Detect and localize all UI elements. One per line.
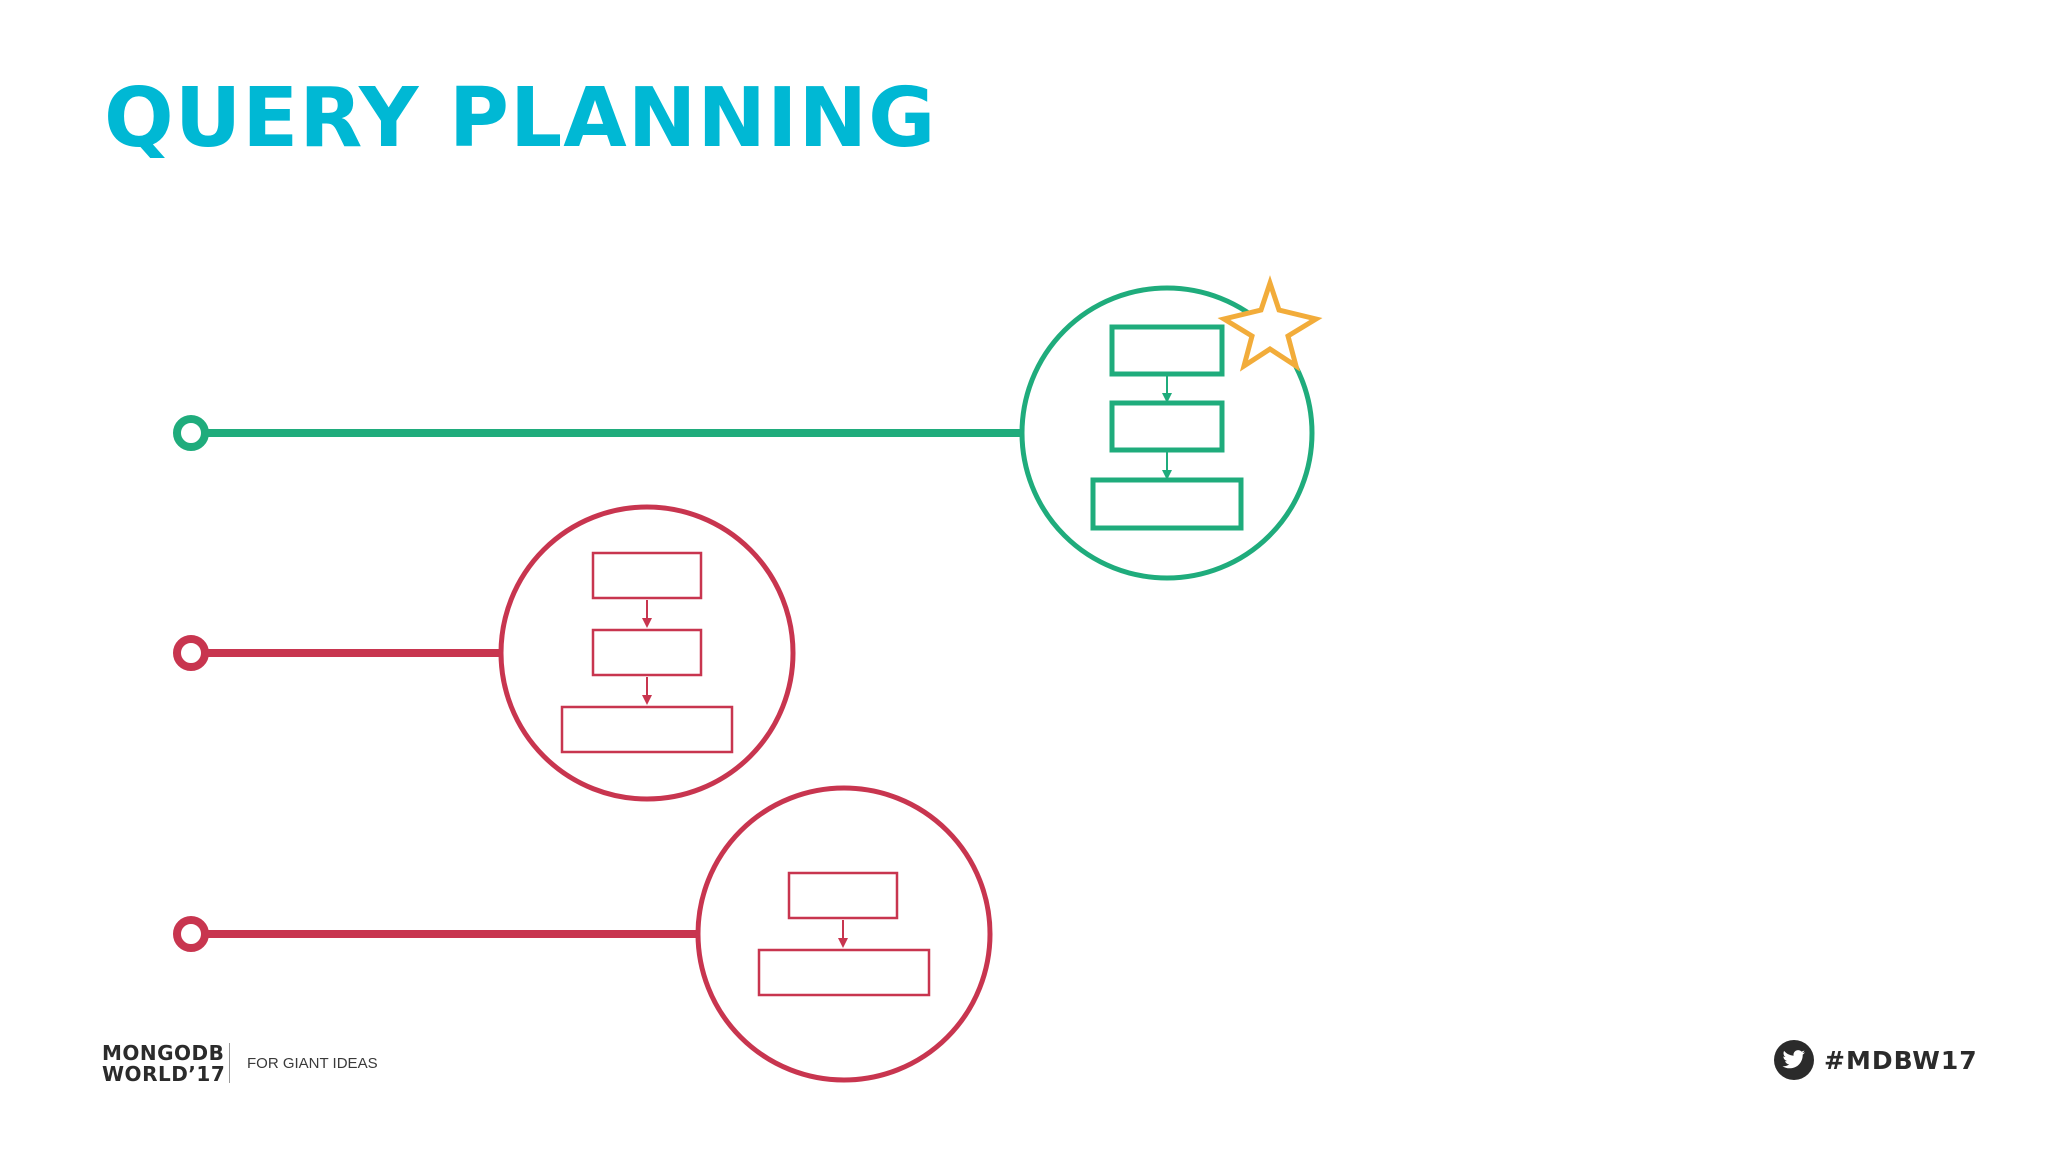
star-icon xyxy=(1217,275,1323,372)
footer-divider xyxy=(229,1043,230,1083)
event-hashtag: #MDBW17 xyxy=(1774,1040,1978,1080)
plan-stage-box xyxy=(757,948,931,997)
slide-title: QUERY PLANNING xyxy=(104,71,937,166)
logo-line-1: MONGODB xyxy=(102,1041,225,1065)
mongodb-world-logo: MONGODB WORLD’17 xyxy=(102,1043,225,1085)
plan-stage-box xyxy=(1109,324,1225,377)
twitter-icon xyxy=(1774,1040,1814,1080)
plan-stage-box xyxy=(591,551,703,600)
logo-line-2: WORLD’17 xyxy=(102,1062,226,1086)
plan-start-node xyxy=(173,415,209,451)
plan-stage-box xyxy=(591,628,703,677)
plan-circle xyxy=(498,504,796,802)
rejected-plan xyxy=(173,504,796,802)
plan-stage-box xyxy=(1109,400,1225,453)
plan-start-node xyxy=(173,916,209,952)
footer-tagline: FOR GIANT IDEAS xyxy=(247,1055,378,1072)
plan-stage-box xyxy=(1090,477,1244,531)
plan-start-node xyxy=(173,635,209,671)
hashtag-label: #MDBW17 xyxy=(1824,1045,1978,1075)
plan-stage-box xyxy=(787,871,899,920)
plan-stage-box xyxy=(560,705,734,754)
winning-plan xyxy=(173,275,1323,581)
rejected-plan xyxy=(173,785,993,1083)
